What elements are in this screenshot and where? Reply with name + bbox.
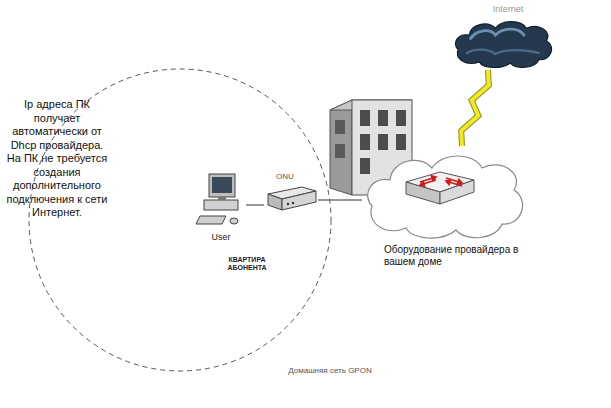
cable-line — [246, 205, 264, 206]
provider-cloud: Оборудование провайдера в вашем доме — [362, 146, 530, 272]
onu-box-icon — [268, 187, 316, 210]
storm-cloud-part — [467, 50, 539, 54]
storm-cloud — [456, 22, 552, 68]
computer-icon-part — [230, 218, 238, 224]
node-label: КВАРТИРА АБОНЕНТА — [222, 256, 272, 273]
computer-icon — [196, 174, 238, 224]
node-label: Internet — [468, 4, 548, 15]
user-pc: User — [196, 170, 246, 248]
computer-icon-part — [212, 177, 232, 193]
building-part — [335, 144, 345, 158]
note-text: Ip адреса ПК получает автоматически от D… — [6, 98, 108, 220]
node-label: ONU — [276, 172, 312, 182]
building-part — [378, 134, 388, 150]
switch-icon — [406, 172, 474, 204]
connector-group — [461, 70, 489, 146]
storm-cloud-part — [471, 29, 524, 38]
switch-arrow — [446, 180, 462, 186]
onu-box-icon-part — [268, 194, 282, 210]
building-part — [360, 158, 370, 174]
connector-group — [318, 200, 362, 201]
computer-icon-part — [204, 200, 238, 210]
switch-icon-part — [440, 180, 474, 204]
building-part — [378, 110, 388, 126]
storm-cloud-part — [456, 22, 552, 68]
building-part — [360, 134, 370, 150]
onu-device: ONU — [264, 172, 318, 214]
cable-line — [318, 200, 362, 201]
lightning-link — [461, 70, 489, 146]
cloud-outline — [368, 156, 523, 238]
computer-icon-part — [209, 174, 235, 197]
building-part — [360, 110, 370, 126]
node-label: Оборудование провайдера в вашем доме — [384, 244, 524, 268]
onu-box-icon-part — [282, 191, 316, 210]
building-part — [396, 134, 406, 150]
building-part — [396, 110, 406, 126]
building-part — [330, 100, 352, 195]
node-label: User — [196, 232, 246, 243]
caption: Домашняя сеть GPON — [260, 366, 400, 375]
computer-icon-part — [196, 216, 226, 224]
building-part — [335, 120, 345, 134]
switch-arrow — [420, 180, 436, 186]
onu-box-icon-part — [287, 203, 289, 205]
connector-group — [246, 205, 264, 206]
internet-cloud: Internet — [448, 2, 560, 70]
onu-box-icon-part — [292, 202, 294, 204]
lightning-outline — [461, 70, 489, 146]
computer-icon-part — [218, 197, 226, 200]
